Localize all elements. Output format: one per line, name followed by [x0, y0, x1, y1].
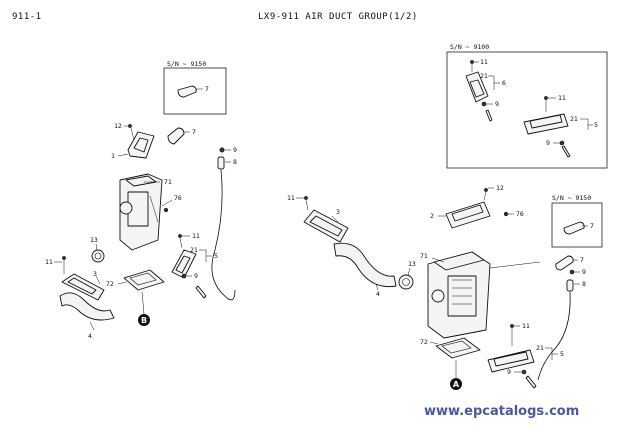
callout-13-left: 13	[90, 236, 98, 244]
callout-72-left: 72	[106, 280, 114, 288]
callout-71-right: 71	[420, 252, 428, 260]
callout-12-right: 12	[496, 184, 504, 192]
view-marker-a: A	[453, 380, 460, 389]
callout-11-right-lower: 11	[522, 322, 530, 330]
callout-72-right: 72	[420, 338, 428, 346]
callout-7-inset: 7	[205, 85, 209, 93]
serial-note-top-left: S/N ~ 9150	[167, 60, 206, 68]
callout-7-left: 7	[192, 128, 196, 136]
callout-11-left-right: 11	[192, 232, 200, 240]
left-assembly: 12 1 7 9 8 71 76 13	[45, 122, 237, 340]
callout-71-left: 71	[164, 178, 172, 186]
callout-9-right-lower: 9	[507, 368, 511, 376]
inset-top-right: S/N ~ 9100 11 21 6 9 11 21 5 9	[446, 43, 608, 169]
callout-11-inset-lower: 11	[558, 94, 566, 102]
callout-4-left: 4	[88, 332, 92, 340]
callout-9-inset-lower: 9	[546, 139, 550, 147]
callout-6-inset: 6	[502, 79, 506, 87]
callout-21-inset-upper: 21	[480, 72, 488, 80]
page-title: LX9-911 AIR DUCT GROUP(1/2)	[258, 12, 418, 22]
callout-11-right: 11	[287, 194, 295, 202]
callout-7-right: 7	[580, 256, 584, 264]
callout-11-left-bottom: 11	[45, 258, 53, 266]
callout-4-right: 4	[376, 290, 380, 298]
serial-note-mid-right: S/N ~ 9150	[552, 194, 591, 202]
callout-21-left: 21	[190, 246, 198, 254]
callout-11-inset: 11	[480, 58, 488, 66]
callout-1: 1	[111, 152, 115, 160]
callout-12-left: 12	[114, 122, 122, 130]
callout-9-inset-upper: 9	[495, 100, 499, 108]
callout-2: 2	[430, 212, 434, 220]
callout-8-right: 8	[582, 280, 586, 288]
inset-top-left: S/N ~ 9150 7	[163, 60, 227, 115]
callout-76-left: 76	[174, 194, 182, 202]
right-assembly: 11 3 4 12 2 76 13 71	[287, 184, 586, 390]
callout-5-left: 5	[214, 252, 218, 260]
callout-5-right-lower: 5	[560, 350, 564, 358]
serial-note-top-right: S/N ~ 9100	[450, 43, 489, 51]
inset-mid-right: S/N ~ 9150 7	[551, 194, 603, 248]
callout-9-left-lower: 9	[194, 272, 198, 280]
callout-21-inset-lower: 21	[570, 115, 578, 123]
callout-3-right: 3	[336, 208, 340, 216]
page-code: 911-1	[12, 12, 42, 22]
callout-7-inset-right: 7	[590, 222, 594, 230]
callout-3-left: 3	[93, 270, 97, 278]
watermark-text: www.epcatalogs.com	[424, 404, 580, 419]
callout-8-left: 8	[233, 158, 237, 166]
view-marker-b: B	[141, 316, 147, 325]
callout-13-right: 13	[408, 260, 416, 268]
callout-9-left: 9	[233, 146, 237, 154]
callout-21-right-lower: 21	[536, 344, 544, 352]
callout-5-inset: 5	[594, 121, 598, 129]
callout-9-right: 9	[582, 268, 586, 276]
callout-76-right: 76	[516, 210, 524, 218]
